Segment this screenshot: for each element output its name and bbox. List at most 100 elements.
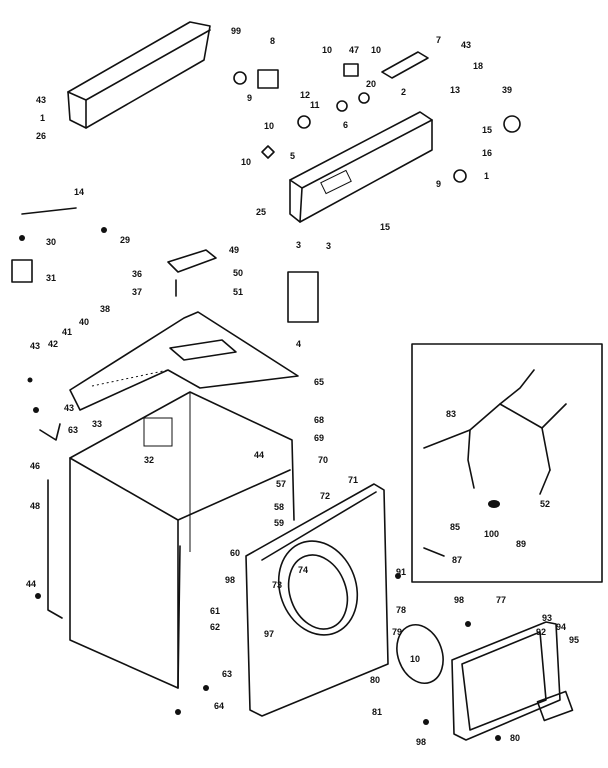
callout: 98 xyxy=(454,595,465,605)
callout: 32 xyxy=(144,455,155,465)
callout: 71 xyxy=(348,475,359,485)
callout: 51 xyxy=(233,287,244,297)
callout: 43 xyxy=(36,95,47,105)
callout: 57 xyxy=(276,479,287,489)
callout: 43 xyxy=(64,403,75,413)
callout: 40 xyxy=(79,317,90,327)
callout: 59 xyxy=(274,518,285,528)
callout: 93 xyxy=(542,613,553,623)
callout: 39 xyxy=(502,85,513,95)
callout: 62 xyxy=(210,622,221,632)
lid-parts xyxy=(167,249,319,323)
callout: 73 xyxy=(272,580,283,590)
callout: 25 xyxy=(256,207,267,217)
callout: 61 xyxy=(210,606,221,616)
callout: 18 xyxy=(473,61,484,71)
callout: 85 xyxy=(450,522,461,532)
callout: 91 xyxy=(396,567,407,577)
cabinet-body xyxy=(47,391,295,689)
callout: 31 xyxy=(46,273,57,283)
callout: 1 xyxy=(484,171,490,181)
callout: 95 xyxy=(569,635,580,645)
callout: 16 xyxy=(482,148,493,158)
callout: 94 xyxy=(556,622,567,632)
control-panel xyxy=(289,111,433,223)
callout: 74 xyxy=(298,565,309,575)
callout: 47 xyxy=(349,45,360,55)
callout: 37 xyxy=(132,287,143,297)
fasteners xyxy=(27,377,501,741)
callout: 72 xyxy=(320,491,331,501)
callout: 20 xyxy=(366,79,377,89)
callout: 100 xyxy=(484,529,500,539)
callout: 10 xyxy=(322,45,333,55)
callout: 41 xyxy=(62,327,73,337)
callout: 9 xyxy=(436,179,442,189)
callout: 80 xyxy=(370,675,381,685)
callout: 33 xyxy=(92,419,103,429)
callout: 29 xyxy=(120,235,131,245)
callout: 7 xyxy=(436,35,442,45)
switch-components xyxy=(233,51,521,183)
callout: 15 xyxy=(380,222,391,232)
callout: 81 xyxy=(372,707,383,717)
callout: 52 xyxy=(540,499,551,509)
cabinet-top xyxy=(69,311,299,411)
callout: 3 xyxy=(296,240,302,250)
callout: 83 xyxy=(446,409,457,419)
small-parts-left xyxy=(11,207,107,283)
callout: 15 xyxy=(482,125,493,135)
callout: 46 xyxy=(30,461,41,471)
callout: 5 xyxy=(290,151,296,161)
callout: 92 xyxy=(536,627,547,637)
callout: 8 xyxy=(270,36,276,46)
callout: 42 xyxy=(48,339,59,349)
callout: 4 xyxy=(296,339,302,349)
callout: 77 xyxy=(496,595,507,605)
callout: 6 xyxy=(343,120,349,130)
door-assembly xyxy=(396,621,574,741)
callout: 64 xyxy=(214,701,225,711)
callout: 1 xyxy=(40,113,46,123)
callout: 68 xyxy=(314,415,325,425)
callout: 63 xyxy=(68,425,79,435)
callout: 80 xyxy=(510,733,521,743)
callout: 30 xyxy=(46,237,57,247)
callout: 9 xyxy=(247,93,253,103)
front-panel xyxy=(245,483,389,717)
callout: 3 xyxy=(326,241,332,251)
callout: 78 xyxy=(396,605,407,615)
callout: 49 xyxy=(229,245,240,255)
callout: 36 xyxy=(132,269,143,279)
callout: 43 xyxy=(30,341,41,351)
callout: 2 xyxy=(401,87,407,97)
callout: 89 xyxy=(516,539,527,549)
callout: 63 xyxy=(222,669,233,679)
callout: 50 xyxy=(233,268,244,278)
callout: 60 xyxy=(230,548,241,558)
callout: 38 xyxy=(100,304,111,314)
callout: 48 xyxy=(30,501,41,511)
callout: 43 xyxy=(461,40,472,50)
callout: 14 xyxy=(74,187,85,197)
console-trim xyxy=(67,21,211,129)
callout: 10 xyxy=(371,45,382,55)
callout: 98 xyxy=(416,737,427,747)
callout: 10 xyxy=(410,654,421,664)
callout: 79 xyxy=(392,627,403,637)
callout: 44 xyxy=(26,579,37,589)
callout: 87 xyxy=(452,555,463,565)
callout: 11 xyxy=(310,100,320,110)
wiring-inset xyxy=(411,343,603,583)
callout: 69 xyxy=(314,433,325,443)
callout: 10 xyxy=(241,157,252,167)
callout: 13 xyxy=(450,85,461,95)
callout: 98 xyxy=(225,575,236,585)
callout: 58 xyxy=(274,502,285,512)
callout: 12 xyxy=(300,90,311,100)
callout: 70 xyxy=(318,455,329,465)
callout: 99 xyxy=(231,26,242,36)
callout: 10 xyxy=(264,121,275,131)
